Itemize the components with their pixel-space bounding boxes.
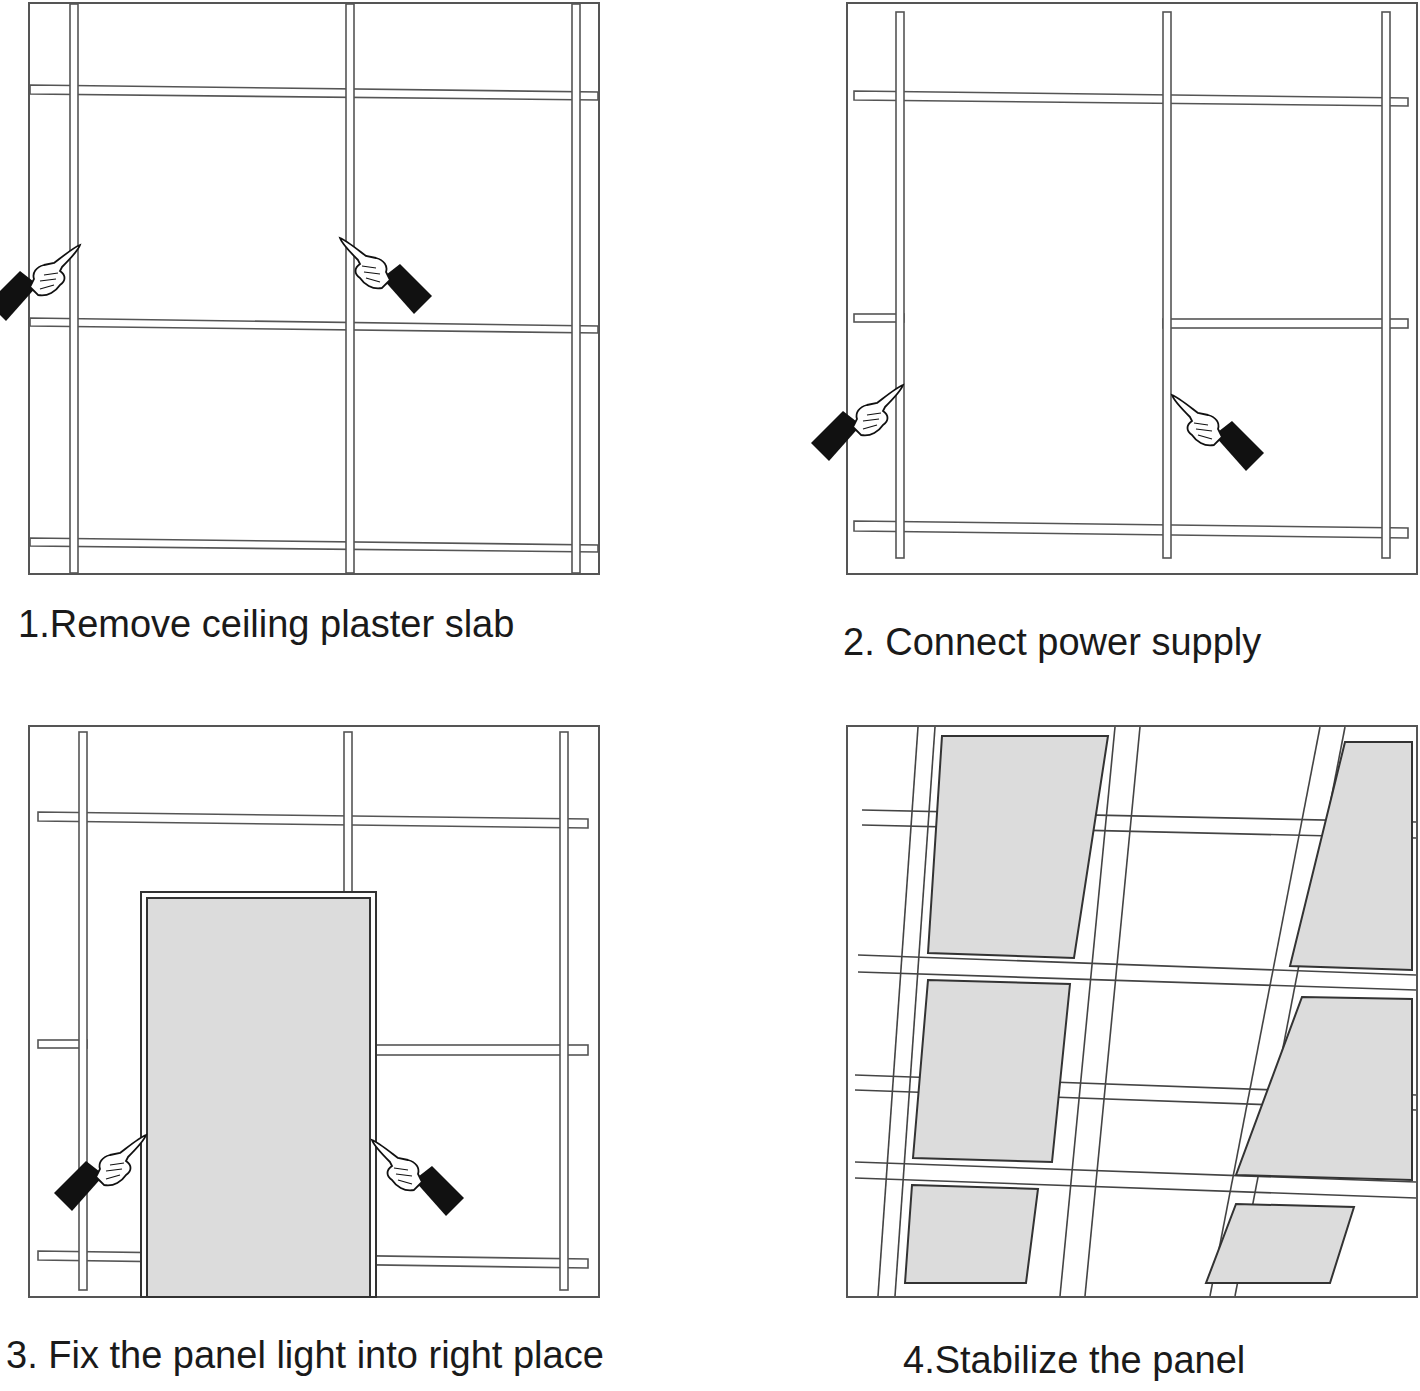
step-two-panel	[811, 3, 1417, 574]
step-caption: 3. Fix the panel light into right place	[6, 1333, 604, 1379]
step-caption: 4.Stabilize the panel	[903, 1338, 1245, 1384]
step-caption: 1.Remove ceiling plaster slab	[18, 602, 514, 648]
step-four-panel	[847, 726, 1417, 1297]
step-one-panel	[0, 3, 599, 574]
step-three-panel	[29, 726, 599, 1297]
step-caption: 2. Connect power supply	[843, 620, 1261, 666]
